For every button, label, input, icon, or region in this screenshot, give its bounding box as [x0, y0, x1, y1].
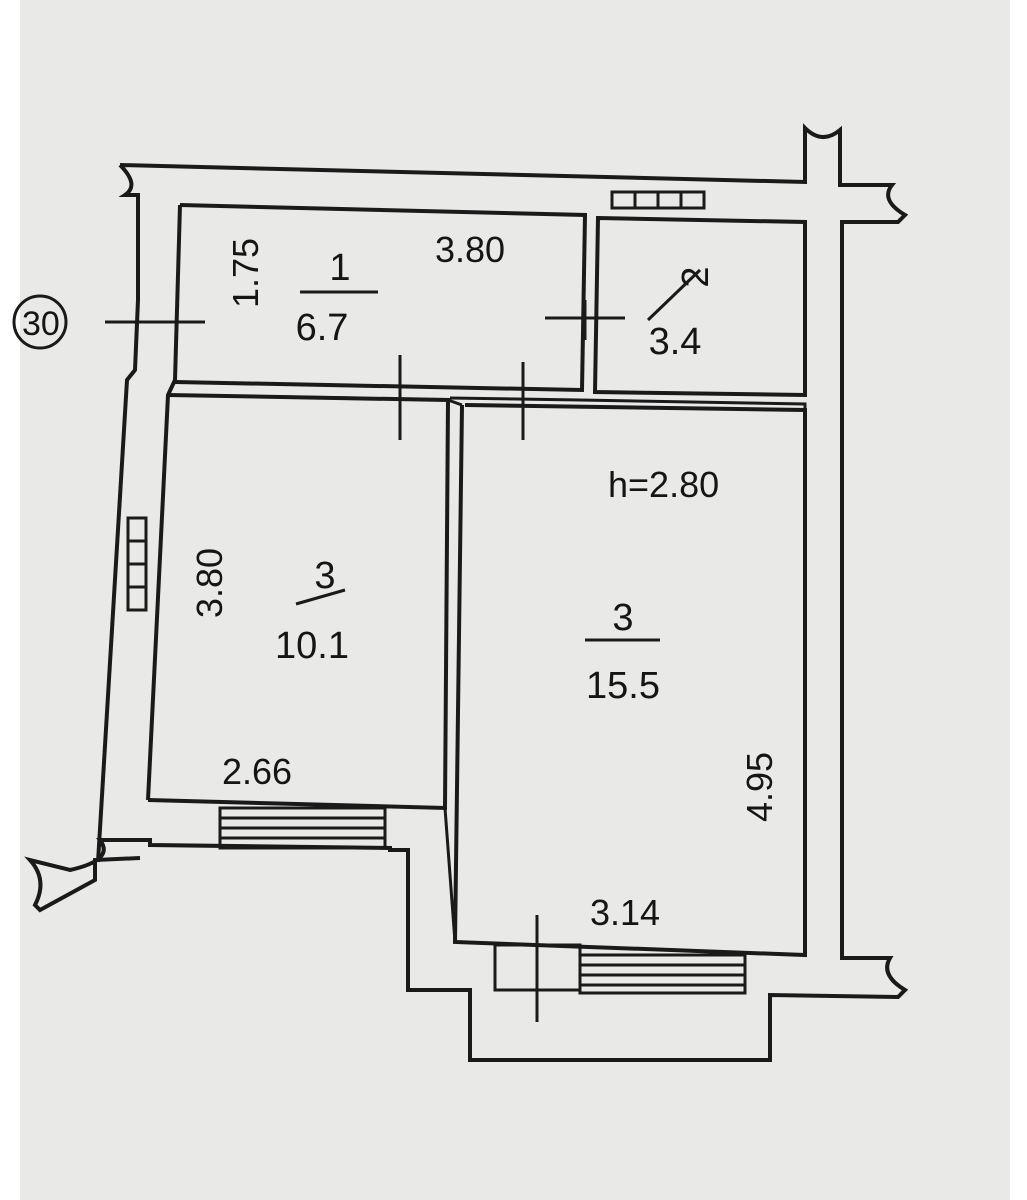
- window-bottom-right: [578, 953, 747, 995]
- room-2-area: 3.4: [649, 321, 702, 363]
- room-3a-width-dim: 2.66: [222, 751, 292, 792]
- ceiling-height: h=2.80: [608, 464, 719, 505]
- room-3b-width-dim: 3.14: [590, 892, 660, 933]
- room-3a-fraction-bar: [295, 588, 346, 606]
- plan-sheet: [20, 0, 1010, 1200]
- room-1-width-dim: 3.80: [435, 229, 505, 270]
- door-marks: [105, 300, 625, 1022]
- room-3b-number: 3: [612, 597, 633, 639]
- left-outer-wall: [96, 270, 140, 863]
- window-top: [610, 190, 706, 210]
- room-1-number: 1: [329, 247, 350, 289]
- axis-marker-label: 30: [22, 305, 60, 343]
- window-bottom-left: [218, 806, 387, 850]
- left-inner-wall: [146, 204, 182, 801]
- room-2-outline: [592, 215, 807, 398]
- outer-wall-outline: [24, 123, 909, 1062]
- room-1-height-dim: 1.75: [225, 238, 266, 308]
- room-3a-number: 3: [314, 555, 335, 597]
- axis-marker: 30: [12, 294, 68, 350]
- room-3a-area: 10.1: [275, 625, 349, 667]
- room-1-area: 6.7: [296, 307, 349, 349]
- room-3b-height-dim: 4.95: [739, 752, 780, 822]
- room-3b-outline: [452, 403, 807, 958]
- room-3a-outline: [147, 393, 451, 811]
- room-3b-area: 15.5: [586, 665, 660, 707]
- window-left: [126, 516, 148, 612]
- room-2-fraction-bar: [646, 268, 702, 322]
- room-3a-height-dim: 3.80: [189, 548, 230, 618]
- partition-3a-3b: [443, 398, 463, 943]
- room-2-number: 2: [675, 266, 717, 287]
